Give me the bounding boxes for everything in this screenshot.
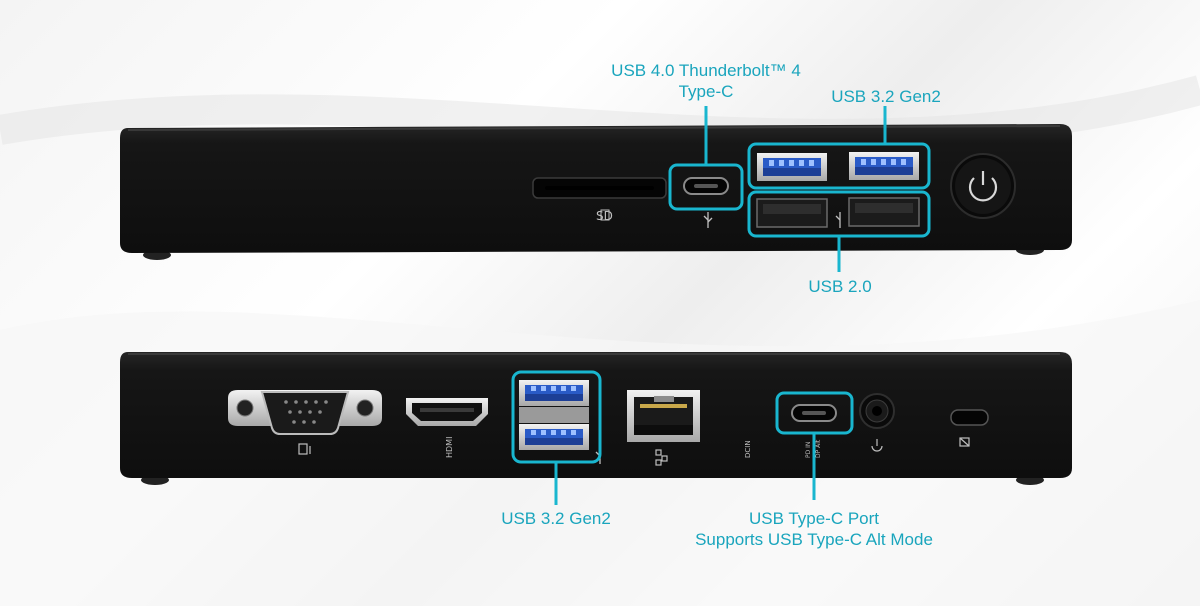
kensington-lock-slot [950,409,989,426]
usb32-port-right [849,152,919,180]
usb32-callout-label: USB 3.2 Gen2 [831,87,941,106]
rear-typec-callout-label: USB Type-C Port Supports USB Type-C Alt … [674,508,954,550]
dcin-label: DCIN [744,440,752,458]
audio-jack-icon [871,439,883,452]
usb32-port-top [519,380,589,406]
thunderbolt-callout-line2: Type-C [678,82,734,101]
vga-icon [298,443,311,455]
usb-icon [835,212,841,228]
typec-label-pdin: PD IN [805,442,812,458]
usb32-callout-box [747,142,931,190]
sd-card-icon: SD [596,209,613,223]
usb20-port-left [756,198,828,228]
rear-device-body [120,352,1072,478]
sd-card-label: SD [596,209,613,223]
hdmi-label: HDMI [445,437,454,458]
sd-card-slot [532,177,667,199]
usb32-port-bottom [519,424,589,450]
thunderbolt-port [683,177,729,195]
kensington-lock-icon [959,437,970,447]
typec-label-dpalt: DP Alt [815,439,822,458]
rear-typec-callout-line1: USB Type-C Port [748,509,880,528]
front-panel: SD [120,106,1072,272]
thunderbolt-callout-label: USB 4.0 Thunderbolt™ 4 Type-C [596,60,816,102]
ethernet-icon [655,449,668,466]
vga-port [228,390,382,435]
rear-typec-port [791,404,837,422]
rear-usb32-callout-label: USB 3.2 Gen2 [501,509,611,528]
hdmi-port [406,398,488,426]
rear-typec-callout-line2: Supports USB Type-C Alt Mode [695,530,933,549]
thunderbolt-callout-line1: USB 4.0 Thunderbolt™ 4 [611,61,801,80]
audio-jack [859,393,895,429]
usb-icon [703,212,713,228]
rear-panel: HDMI [120,352,1072,505]
power-button-icon [950,153,1016,219]
usb32-port-left [757,153,827,181]
usb20-port-right [848,197,920,227]
ethernet-port [627,390,700,442]
usb20-callout-label: USB 2.0 [808,277,872,296]
